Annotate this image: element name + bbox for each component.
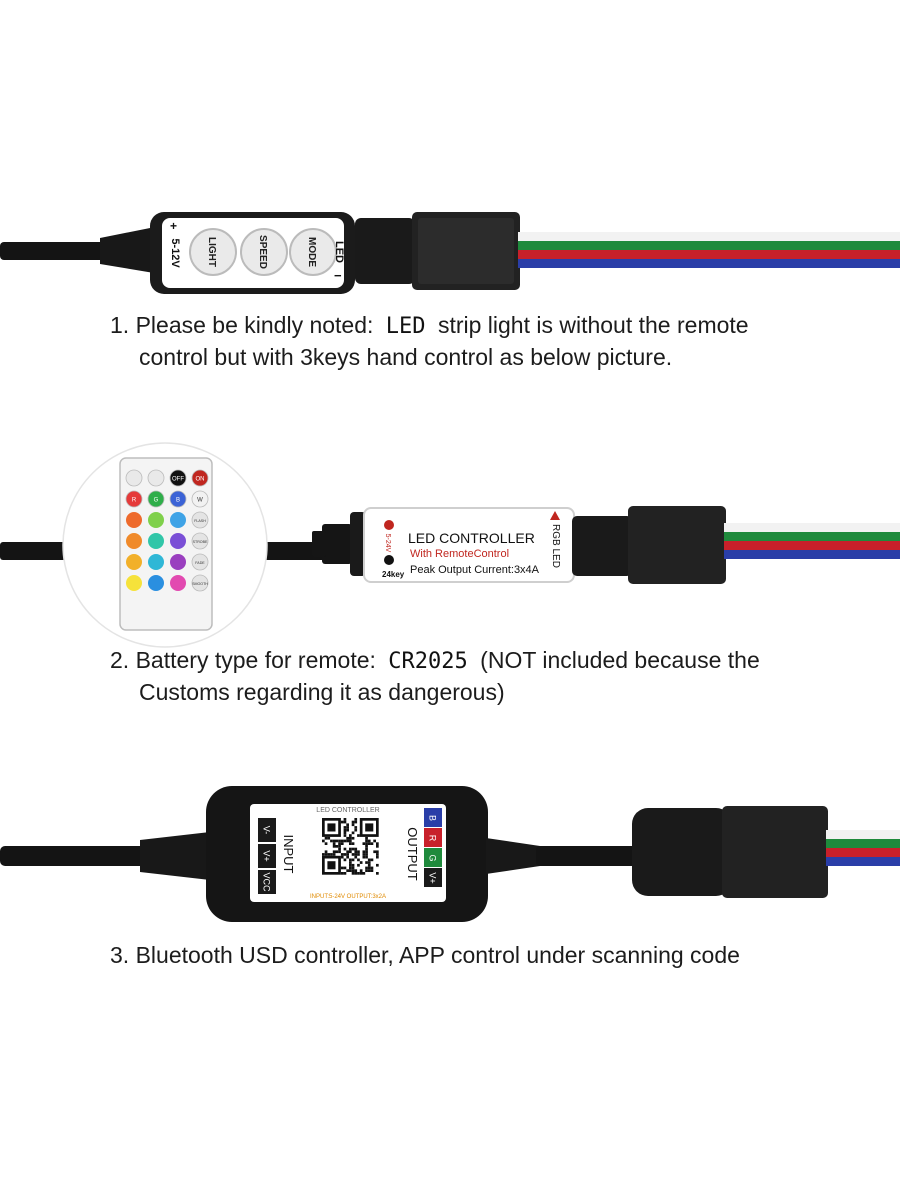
bt-input-pin: V+	[262, 850, 272, 861]
caption-2: 2. Battery type for remote: CR2025 (NOT …	[110, 645, 870, 708]
remote-key-label: FADE	[195, 561, 205, 565]
remote-key-label: W	[197, 498, 203, 504]
caption-1: 1. Please be kindly noted: LED strip lig…	[110, 310, 870, 373]
remote-color-key	[170, 533, 186, 549]
remote-key-label: R	[132, 498, 137, 504]
remote-color-key	[148, 533, 164, 549]
remote-mode-key	[191, 553, 209, 571]
plus-icon: +	[170, 219, 177, 233]
remote-color-key	[148, 554, 164, 570]
caption-line-2: Customs regarding it as dangerous)	[139, 679, 505, 705]
remote-key	[191, 469, 209, 487]
caption-text: Battery type for remote:	[135, 647, 376, 673]
bt-footer: INPUT:5-24V OUTPUT:3x2A	[310, 894, 386, 900]
caption-text: Please be kindly noted:	[135, 312, 374, 338]
caption-text-after: strip light is without the remote	[437, 312, 749, 338]
caption-text-after: (NOT included because the	[480, 647, 760, 673]
item-number: 1.	[110, 312, 130, 338]
caption-3: 3. Bluetooth USD controller, APP control…	[110, 940, 870, 971]
bt-output-pin: B	[428, 815, 438, 821]
remote-color-key	[170, 554, 186, 570]
remote-mode-key	[191, 574, 209, 592]
remote-key	[169, 469, 187, 487]
remote-color-key	[170, 512, 186, 528]
remote-controller-image: OFF ON R G B W FLASH STROBE FADE SMOOTH LED CONTR…	[0, 442, 900, 648]
controller-keys: 24key	[382, 570, 405, 579]
controller-spec: Peak Output Current:3x4A	[410, 564, 540, 576]
remote-key-label: G	[154, 498, 159, 504]
bt-input-label: INPUT	[281, 835, 296, 874]
remote-mode-key	[191, 532, 209, 550]
three-key-controller-image: 5-12V + LIGHT SPEED MODE LED −	[0, 212, 900, 294]
remote-key	[191, 490, 209, 508]
item-number: 2.	[110, 647, 130, 673]
remote-color-key	[126, 512, 142, 528]
mode-key-label: MODE	[306, 237, 317, 267]
remote-key	[125, 469, 143, 487]
light-key-label: LIGHT	[206, 237, 217, 267]
bt-output-pin: G	[428, 854, 438, 861]
caption-highlight: CR2025	[388, 649, 468, 674]
item-3: LED CONTROLLER INPUT OUTPUT V- V+ VCC V+ G R…	[0, 730, 900, 990]
remote-color-key	[126, 575, 142, 591]
minus-icon: −	[334, 268, 342, 283]
bluetooth-controller-image: LED CONTROLLER INPUT OUTPUT V- V+ VCC V+ G R…	[0, 786, 900, 922]
led-output-label: LED	[333, 241, 345, 263]
bt-output-label: OUTPUT	[405, 827, 420, 881]
remote-key-label: FLASH	[194, 519, 206, 523]
remote-color-key	[148, 575, 164, 591]
remote-key	[147, 469, 165, 487]
remote-key-label: OFF	[172, 477, 184, 483]
item-1: 5-12V + LIGHT SPEED MODE LED − 1. Please…	[0, 0, 900, 400]
controller-title: LED CONTROLLER	[408, 530, 535, 546]
item-number: 3.	[110, 942, 130, 968]
speed-key-label: SPEED	[257, 235, 268, 269]
remote-key	[169, 490, 187, 508]
remote-key	[125, 490, 143, 508]
remote-color-key	[170, 575, 186, 591]
bt-output-pin: V+	[428, 872, 438, 883]
caption-highlight: LED	[385, 314, 426, 339]
remote-color-key	[126, 533, 142, 549]
controller-subtitle: With RemoteControl	[410, 548, 509, 560]
item-2: OFF ON R G B W FLASH STROBE FADE SMOOTH LED CONTR…	[0, 400, 900, 730]
remote-key-label: SMOOTH	[192, 582, 208, 586]
remote-mode-key	[191, 511, 209, 529]
remote-key	[147, 490, 165, 508]
voltage-label: 5-12V	[169, 238, 181, 268]
remote-color-key	[126, 554, 142, 570]
remote-key-label: B	[176, 498, 180, 504]
caption-line-2: control but with 3keys hand control as b…	[139, 344, 673, 370]
remote-key-label: STROBE	[193, 540, 208, 544]
controller-side-label: RGB LED	[550, 524, 561, 568]
bt-input-pin: V-	[262, 826, 272, 835]
bt-output-pin: R	[428, 835, 438, 842]
remote-key-label: ON	[196, 477, 205, 483]
bt-input-pin: VCC	[262, 872, 272, 892]
controller-voltage: 5-24V	[384, 534, 391, 553]
caption-text: Bluetooth USD controller, APP control un…	[135, 942, 740, 968]
remote-color-key	[148, 512, 164, 528]
bt-header: LED CONTROLLER	[316, 807, 379, 814]
qr-code-icon	[320, 816, 381, 877]
